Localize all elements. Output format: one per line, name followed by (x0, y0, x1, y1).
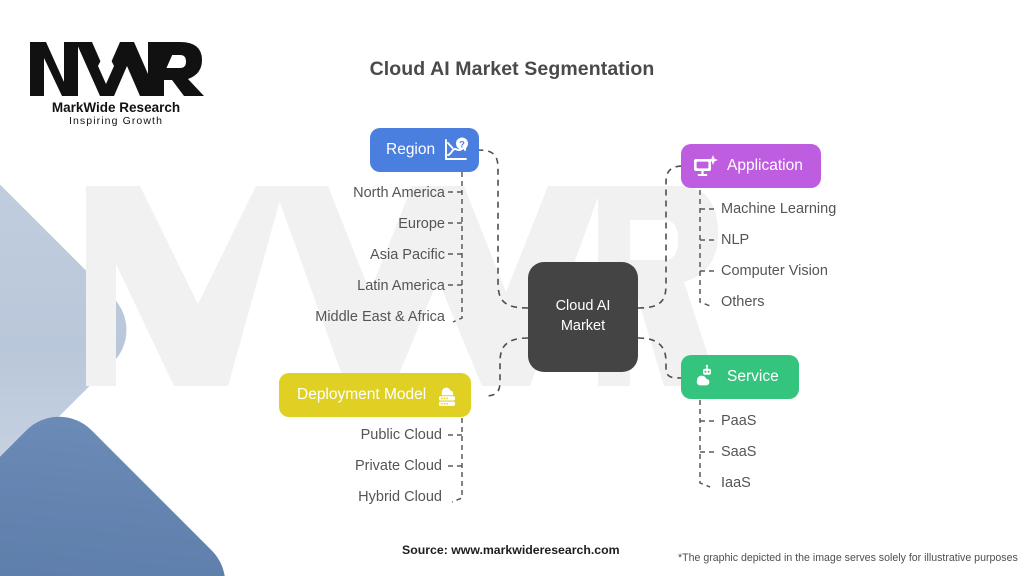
leaf-item: Public Cloud (360, 427, 442, 443)
branch-label-application: Application (727, 157, 803, 174)
branch-pill-service[interactable]: Service (681, 355, 799, 399)
svg-text:?: ? (459, 139, 465, 150)
leaf-item: Others (721, 294, 765, 310)
branch-pill-region[interactable]: Region ? (370, 128, 480, 172)
leaf-item: Computer Vision (721, 263, 828, 279)
disclaimer-note: *The graphic depicted in the image serve… (678, 552, 1018, 564)
leaf-item: NLP (721, 232, 750, 248)
leaf-item: Asia Pacific (370, 247, 445, 263)
logo-tagline: Inspiring Growth (69, 115, 163, 126)
branch-label-service: Service (727, 368, 779, 385)
source-credit: Source: www.markwideresearch.com (402, 543, 620, 557)
page-title: Cloud AI Market Segmentation (369, 58, 655, 80)
leaf-item: Europe (398, 216, 445, 232)
center-node-line1: Cloud AI (555, 298, 611, 315)
markwide-research-logo: MarkWide Research Inspiring Growth (30, 42, 204, 126)
decorative-square-dark (0, 397, 245, 576)
center-node-line2: Market (560, 318, 606, 334)
branch-pill-deployment-model[interactable]: Deployment Model (279, 373, 472, 417)
chart-question-icon: ? (445, 137, 469, 160)
cloud-robot-icon (696, 364, 711, 386)
leaf-item: Middle East & Africa (315, 309, 445, 325)
leaf-item: IaaS (721, 475, 751, 491)
branch-label-deployment-model: Deployment Model (297, 386, 427, 403)
leaf-item: SaaS (721, 444, 757, 460)
center-node-cloud-ai-market: Cloud AI Market (528, 262, 638, 372)
leaf-item: North America (353, 185, 445, 201)
leaf-item: Private Cloud (354, 458, 442, 474)
leaf-item: Machine Learning (721, 201, 837, 217)
logo-company-name: MarkWide Research (52, 100, 180, 115)
branch-label-region: Region (386, 141, 436, 158)
leaf-item: PaaS (721, 413, 757, 429)
branch-pill-application[interactable]: Application (681, 144, 821, 188)
monitor-sparkle-icon (694, 155, 718, 176)
leaf-item: Latin America (357, 278, 445, 294)
cloud-server-icon (439, 387, 456, 406)
leaf-item: Hybrid Cloud (358, 489, 442, 505)
